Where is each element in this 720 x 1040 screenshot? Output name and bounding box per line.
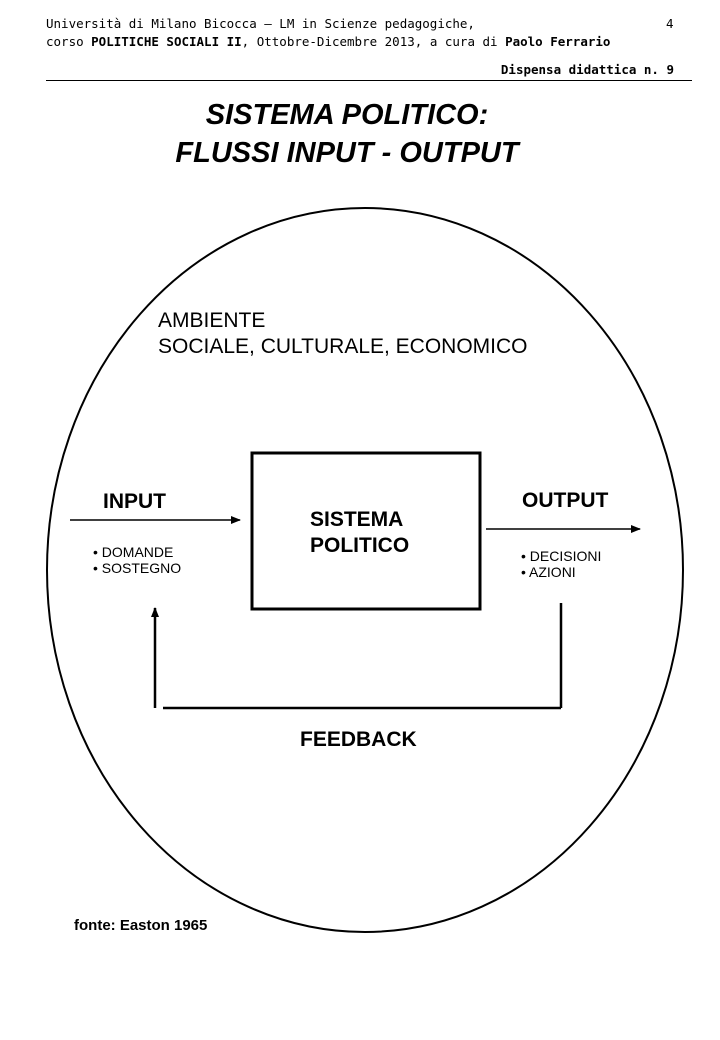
input-item-sostegno: • SOSTEGNO: [93, 560, 182, 576]
output-item-azioni: • AZIONI: [521, 564, 576, 580]
input-label: INPUT: [103, 490, 166, 513]
page-title-line2: FLUSSI INPUT - OUTPUT: [175, 137, 519, 169]
header-course-prefix: corso: [46, 34, 92, 49]
environment-label-line2: SOCIALE, CULTURALE, ECONOMICO: [158, 335, 528, 358]
header-course-name: POLITICHE SOCIALI II: [91, 34, 242, 49]
header-author: Paolo Ferrario: [505, 34, 611, 49]
page-number: 4: [666, 16, 674, 31]
system-label-line2: POLITICO: [310, 534, 410, 557]
header-course-line: corso POLITICHE SOCIALI II, Ottobre-Dice…: [46, 34, 610, 49]
header-divider: [46, 80, 692, 81]
output-items: • DECISIONI • AZIONI: [521, 548, 601, 580]
header-course-dates: , Ottobre-Dicembre 2013, a cura di: [241, 34, 506, 49]
input-items: • DOMANDE • SOSTEGNO: [93, 544, 181, 576]
dispensa-label: Dispensa didattica n. 9: [500, 62, 674, 77]
input-item-domande: • DOMANDE: [93, 544, 174, 560]
header-affiliation: Università di Milano Bicocca – LM in Sci…: [46, 16, 475, 31]
system-box: [250, 451, 482, 611]
environment-label-line1: AMBIENTE: [158, 309, 266, 332]
environment-label: AMBIENTE SOCIALE, CULTURALE, ECONOMICO: [158, 308, 528, 360]
page-title-line1: SISTEMA POLITICO:: [205, 99, 489, 131]
system-label-line1: SISTEMA: [310, 508, 404, 531]
page-title: SISTEMA POLITICO: FLUSSI INPUT - OUTPUT: [0, 96, 694, 172]
output-item-decisioni: • DECISIONI: [521, 548, 602, 564]
feedback-label: FEEDBACK: [300, 728, 417, 751]
source-citation: fonte: Easton 1965: [74, 917, 208, 934]
environment-circle: [46, 207, 684, 933]
output-label: OUTPUT: [522, 489, 609, 512]
system-label: SISTEMA POLITICO: [310, 507, 409, 559]
